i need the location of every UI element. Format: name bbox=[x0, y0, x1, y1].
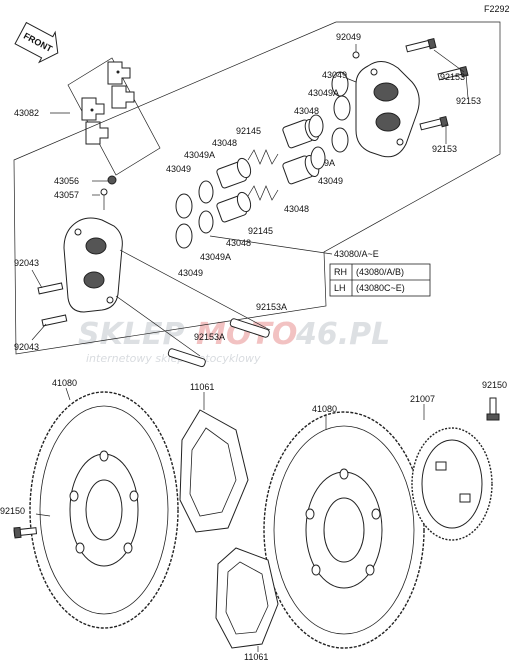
label-92150-b: 92150 bbox=[482, 380, 507, 390]
label-92145-b: 92145 bbox=[248, 226, 273, 236]
piston-upper-left bbox=[216, 157, 252, 189]
caliper-bolt-lower bbox=[419, 115, 449, 131]
label-92043-b: 92043 bbox=[14, 342, 39, 352]
label-43080: 43080/A~E bbox=[334, 249, 379, 259]
right-caliper-half bbox=[355, 61, 420, 158]
label-92150-a: 92150 bbox=[0, 506, 25, 516]
seal-left-1 bbox=[198, 180, 214, 204]
abs-sensor-rotor bbox=[411, 427, 493, 541]
caliper-assembly-outline bbox=[13, 21, 501, 355]
caliper-bolt-left-lower bbox=[41, 314, 68, 327]
gasket-left bbox=[179, 409, 249, 533]
disc-bolt-left bbox=[13, 526, 38, 539]
label-43048-b: 43048 bbox=[284, 204, 309, 214]
label-43049-a: 43049 bbox=[322, 70, 347, 80]
figure-code: F2292 bbox=[484, 4, 510, 14]
pad-pin-upper bbox=[229, 318, 270, 338]
bleeder-valve bbox=[107, 175, 117, 185]
label-92043-a: 92043 bbox=[14, 258, 39, 268]
piston-lower-left bbox=[216, 191, 252, 223]
label-21007: 21007 bbox=[410, 394, 435, 404]
label-43049A-d: 43049A bbox=[200, 252, 231, 262]
left-caliper-half bbox=[63, 217, 123, 313]
label-92153-b: 92153 bbox=[456, 96, 481, 106]
label-43057: 43057 bbox=[54, 190, 79, 200]
table-row-lh-side: LH bbox=[334, 283, 346, 293]
gasket-right bbox=[215, 547, 279, 649]
seal-left-4 bbox=[175, 223, 193, 249]
pad-spring-lower bbox=[247, 185, 279, 201]
bleeder-cap bbox=[352, 51, 360, 59]
label-92145-a: 92145 bbox=[236, 126, 261, 136]
watermark: SKLEP MOTO 46.PL internetowy sklep motoc… bbox=[78, 317, 390, 365]
label-43048-c: 43048 bbox=[212, 138, 237, 148]
side-table: RH (43080/A/B) LH (43080C~E) bbox=[329, 263, 431, 297]
label-41080-b: 41080 bbox=[312, 404, 337, 414]
caliper-bolt-upper bbox=[405, 37, 437, 53]
label-43049A-a: 43049A bbox=[308, 88, 339, 98]
brake-disc-left bbox=[29, 391, 179, 629]
label-43049-b: 43049 bbox=[318, 176, 343, 186]
seal-left-2 bbox=[175, 193, 193, 219]
table-row-lh-parts: (43080C~E) bbox=[356, 283, 405, 293]
brake-disc-right bbox=[263, 411, 425, 649]
seal-upper-right-2 bbox=[333, 95, 351, 121]
pad-spring-upper bbox=[247, 149, 279, 165]
front-arrow-icon: FRONT bbox=[14, 21, 59, 64]
label-92153A-b: 92153A bbox=[194, 332, 225, 342]
watermark-brand-right: 46.PL bbox=[295, 317, 390, 352]
label-43056: 43056 bbox=[54, 176, 79, 186]
label-41080-a: 41080 bbox=[52, 378, 77, 388]
label-43049-d: 43049 bbox=[178, 268, 203, 278]
disc-bolt-right bbox=[486, 397, 500, 421]
label-11061-b: 11061 bbox=[244, 652, 268, 662]
label-11061-a: 11061 bbox=[190, 382, 214, 392]
seal-mid-right-2 bbox=[308, 114, 324, 138]
seal-lower-right bbox=[331, 127, 349, 153]
label-43048-d: 43048 bbox=[226, 238, 251, 248]
label-43049A-c: 43049A bbox=[184, 150, 215, 160]
table-row-rh-side: RH bbox=[334, 267, 347, 277]
label-92153A-a: 92153A bbox=[256, 302, 287, 312]
label-43082: 43082 bbox=[14, 108, 39, 118]
watermark-brand-left: SKLEP bbox=[78, 317, 184, 352]
caliper-bolt-left-upper bbox=[37, 282, 64, 295]
watermark-tagline: internetowy sklep motocyklowy bbox=[86, 352, 261, 365]
pad-pin-lower bbox=[167, 348, 206, 368]
label-43048-a: 43048 bbox=[294, 106, 319, 116]
seal-left-3 bbox=[198, 210, 214, 234]
label-92153-a: 92153 bbox=[440, 72, 465, 82]
label-92153-c: 92153 bbox=[432, 144, 457, 154]
table-row-rh-parts: (43080/A/B) bbox=[356, 267, 404, 277]
bleeder-screw bbox=[100, 188, 108, 196]
seal-mid-right bbox=[310, 146, 326, 170]
label-92049: 92049 bbox=[336, 32, 361, 42]
brake-pad-set bbox=[50, 57, 161, 176]
label-43049-c: 43049 bbox=[166, 164, 191, 174]
